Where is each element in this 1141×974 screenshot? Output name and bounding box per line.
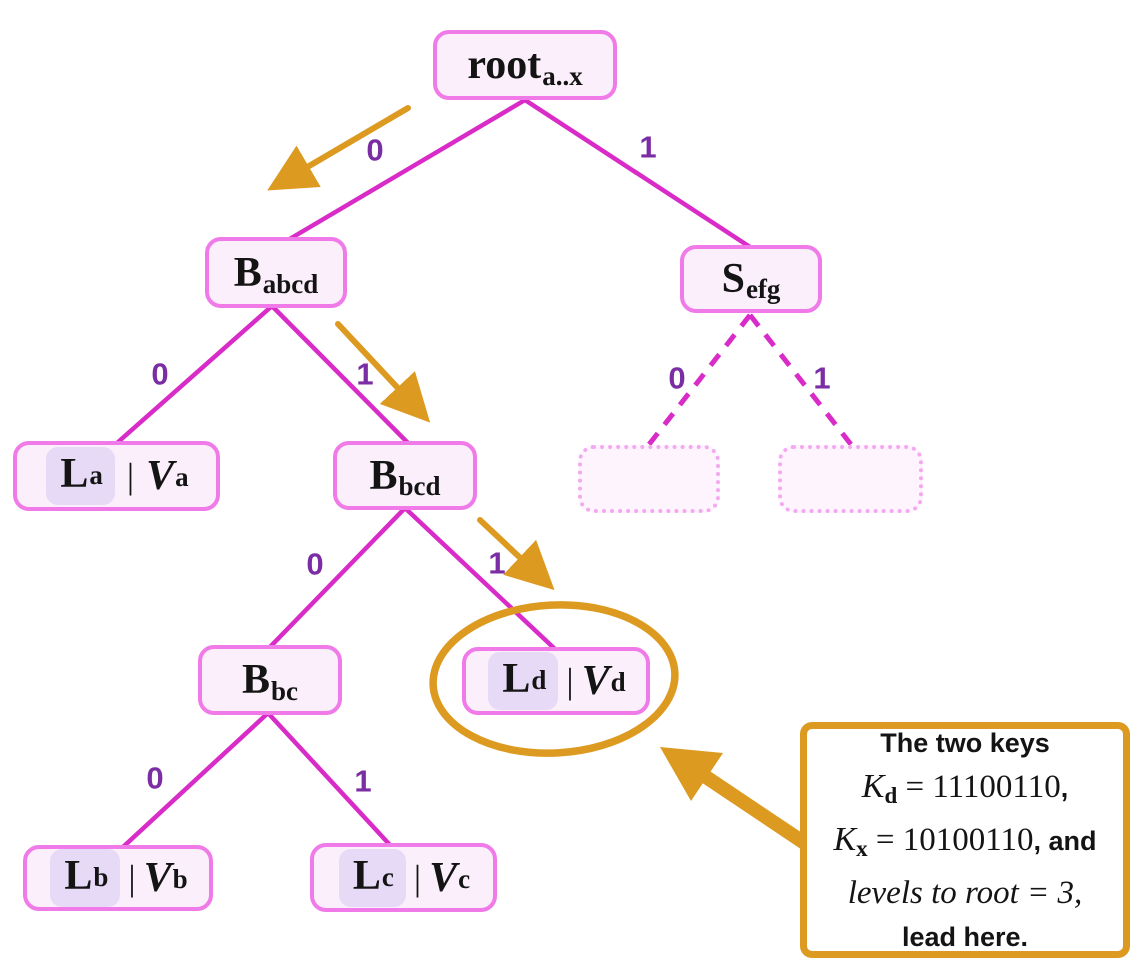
edge-bbcd-to-ld [403, 506, 558, 652]
edge-label-bbcd-left: 0 [306, 546, 324, 582]
kx-equation: = 10100110 [867, 822, 1034, 858]
leaf-d-separator: | [566, 661, 574, 701]
edge-label-bbc-left: 0 [146, 760, 164, 796]
traversal-arrow-1 [267, 105, 411, 191]
edge-sefg-to-empty-right [748, 313, 855, 449]
edge-root-to-babcd [286, 98, 527, 242]
traversal-arrow-2 [335, 321, 431, 423]
traversal-arrow-3 [477, 517, 555, 591]
callout-arrow-shaft [699, 770, 813, 851]
node-b-bcd-label: B [369, 452, 398, 499]
leaf-b-separator: | [128, 858, 136, 898]
node-empty-left [578, 445, 720, 513]
edge-bbc-to-lb [121, 711, 270, 849]
edge-bbc-to-lc [266, 711, 392, 847]
edge-label-sefg-right: 1 [813, 360, 831, 396]
highlight-circle-ld [429, 601, 679, 757]
leaf-c-separator: | [413, 857, 422, 898]
kx-symbol: K [833, 821, 857, 858]
node-root-label: root [467, 42, 542, 88]
kx-subscript: x [856, 835, 868, 861]
node-empty-right [778, 445, 923, 513]
edge-sefg-to-empty-left [645, 313, 752, 449]
node-b-bc-label: B [241, 657, 270, 703]
annotation-line-5: lead here. [901, 921, 1029, 952]
edge-label-sefg-left: 0 [668, 360, 686, 396]
edge-label-root-right: 1 [639, 129, 657, 165]
edge-label-babcd-left: 0 [151, 356, 169, 392]
annotation-line-1: The two keys [880, 728, 1050, 759]
annotation-line-kd: Kd = 11100110, [862, 765, 1068, 818]
edge-label-bbcd-right: 1 [488, 545, 506, 581]
edge-label-babcd-right: 1 [356, 356, 374, 392]
node-s-efg-label: S [721, 256, 745, 302]
kd-subscript: d [884, 783, 898, 808]
node-b-abcd-label: B [233, 249, 262, 296]
kx-tail: , and [1033, 826, 1097, 856]
edge-babcd-to-la [115, 304, 274, 445]
edge-root-to-sefg [523, 98, 752, 249]
annotation-box: The two keys Kd = 11100110, Kx = 1010011… [800, 722, 1130, 958]
edge-label-bbc-right: 1 [354, 763, 372, 799]
kd-symbol: K [861, 768, 885, 806]
callout-arrow-head [660, 747, 723, 801]
leaf-a-separator: | [126, 456, 135, 496]
edge-bbcd-to-bbc [268, 506, 407, 649]
annotation-line-4: levels to root = 3, [847, 874, 1083, 911]
annotation-line-kx: Kx = 10100110, and [833, 818, 1096, 871]
kd-tail: , [1060, 773, 1069, 804]
edge-label-root-left: 0 [366, 132, 384, 168]
kd-equation: = 11100110 [897, 769, 1061, 806]
